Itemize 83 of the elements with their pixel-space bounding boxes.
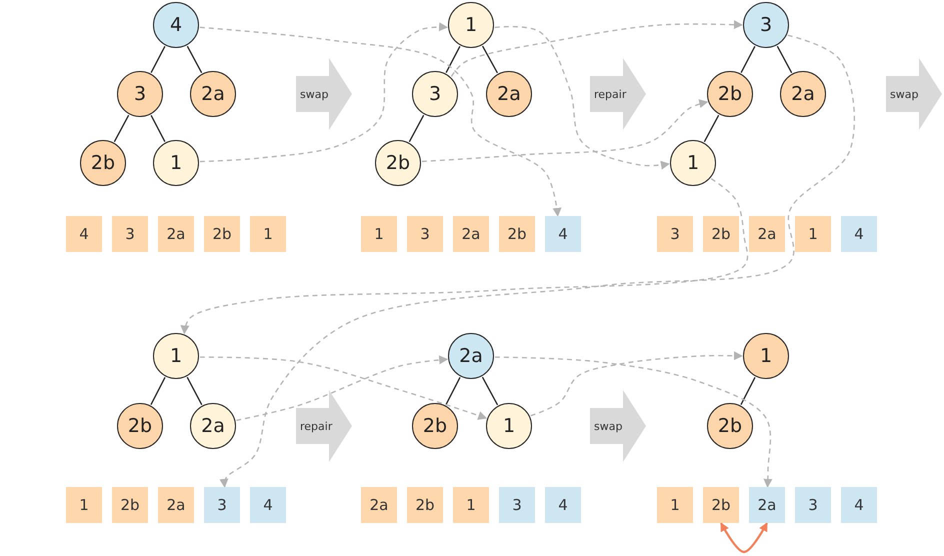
array-cell: 2a xyxy=(749,487,785,523)
array-cell: 1 xyxy=(250,216,286,252)
dashed-arrow xyxy=(200,26,562,217)
heap-node-circle: 2a xyxy=(448,333,494,379)
array-cell: 4 xyxy=(545,216,581,252)
array-cell: 1 xyxy=(657,487,693,523)
heap-node-circle: 1 xyxy=(153,140,199,186)
tree-branch xyxy=(150,114,166,142)
heap-node-circle: 1 xyxy=(448,2,494,48)
array-cell: 2b xyxy=(407,487,443,523)
step-arrow: swap xyxy=(296,58,352,130)
array-cell: 2b xyxy=(703,487,739,523)
array-cell: 2a xyxy=(158,216,194,252)
array-cell: 3 xyxy=(795,487,831,523)
dashed-arrow xyxy=(220,34,855,488)
array-cell: 3 xyxy=(204,487,240,523)
heap-node-circle: 2b xyxy=(707,71,753,117)
tree-branch xyxy=(150,46,166,74)
array-cell: 4 xyxy=(250,487,286,523)
tree-branch xyxy=(150,377,166,405)
dashed-arrow xyxy=(236,355,448,421)
array-cell: 2a xyxy=(158,487,194,523)
array-cell: 2b xyxy=(112,487,148,523)
array-cell: 2a xyxy=(453,216,489,252)
array-cell: 4 xyxy=(66,216,102,252)
heap-node-circle: 1 xyxy=(486,403,532,449)
array-cell: 2a xyxy=(749,216,785,252)
tree-branch xyxy=(186,376,202,406)
array-cell: 3 xyxy=(407,216,443,252)
dashed-arrow xyxy=(494,356,772,488)
dashed-arrow xyxy=(450,20,743,77)
dashed-arrow xyxy=(200,22,448,162)
heap-node-circle: 2a xyxy=(190,71,236,117)
dashed-arrow xyxy=(494,26,670,170)
array-cell: 2b xyxy=(703,216,739,252)
dashed-arrow xyxy=(180,178,748,334)
heap-node-circle: 1 xyxy=(670,140,716,186)
heap-node-circle: 3 xyxy=(743,2,789,48)
array-cell: 2b xyxy=(499,216,535,252)
heap-node-circle: 3 xyxy=(412,71,458,117)
dashed-arrow xyxy=(530,351,743,416)
heap-node-circle: 2b xyxy=(707,403,753,449)
heap-node-circle: 2a xyxy=(190,403,236,449)
array-cell: 1 xyxy=(66,487,102,523)
array-cell: 2b xyxy=(204,216,240,252)
heap-node-circle: 4 xyxy=(153,2,199,48)
tree-branch xyxy=(776,46,792,74)
step-arrow: repair xyxy=(296,390,352,462)
array-cell: 1 xyxy=(795,216,831,252)
array-cell: 4 xyxy=(841,216,877,252)
tree-branch xyxy=(408,114,424,142)
array-cell: 1 xyxy=(361,216,397,252)
tree-branch xyxy=(114,114,130,142)
heap-node-circle: 2b xyxy=(117,403,163,449)
heap-node-circle: 2b xyxy=(375,140,421,186)
tree-branch xyxy=(704,114,720,142)
tree-branch xyxy=(446,46,460,74)
heap-node-circle: 1 xyxy=(743,333,789,379)
heap-node-circle: 1 xyxy=(153,333,199,379)
array-cell: 3 xyxy=(657,216,693,252)
dashed-arrow xyxy=(200,356,488,420)
dashed-arrow xyxy=(422,99,708,162)
heap-node-circle: 2a xyxy=(486,71,532,117)
heap-node-circle: 3 xyxy=(117,71,163,117)
tree-branch xyxy=(740,377,756,405)
heap-node-circle: 2b xyxy=(412,403,458,449)
array-cell: 1 xyxy=(453,487,489,523)
swap-arrow xyxy=(720,522,768,554)
step-arrow: swap xyxy=(590,390,646,462)
step-arrow: repair xyxy=(590,58,646,130)
array-cell: 2a xyxy=(361,487,397,523)
array-cell: 4 xyxy=(545,487,581,523)
tree-branch xyxy=(482,46,498,74)
array-cell: 3 xyxy=(499,487,535,523)
tree-branch xyxy=(740,46,756,74)
step-arrow: swap xyxy=(886,58,942,130)
tree-branch xyxy=(445,377,461,405)
array-cell: 3 xyxy=(112,216,148,252)
tree-branch xyxy=(186,46,202,74)
tree-branch xyxy=(482,376,498,406)
heap-node-circle: 2a xyxy=(780,71,826,117)
heap-node-circle: 2b xyxy=(80,140,126,186)
array-cell: 4 xyxy=(841,487,877,523)
